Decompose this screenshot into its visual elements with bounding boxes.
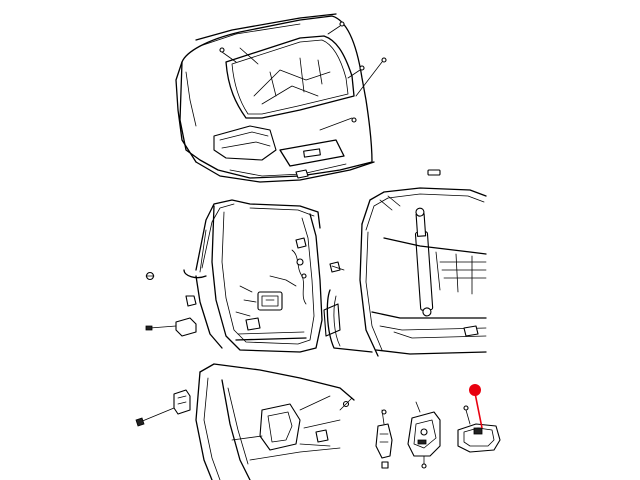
callout-marker [469, 384, 483, 429]
liftgate-opening-view [145, 199, 345, 353]
release-actuator-part [375, 409, 393, 469]
liftgate-latch [457, 405, 501, 453]
liftgate-strut-view [326, 187, 487, 357]
latch-assembly-part [407, 401, 441, 469]
liftgate-latch-view [135, 363, 501, 480]
liftgate-exterior-view [175, 13, 441, 183]
